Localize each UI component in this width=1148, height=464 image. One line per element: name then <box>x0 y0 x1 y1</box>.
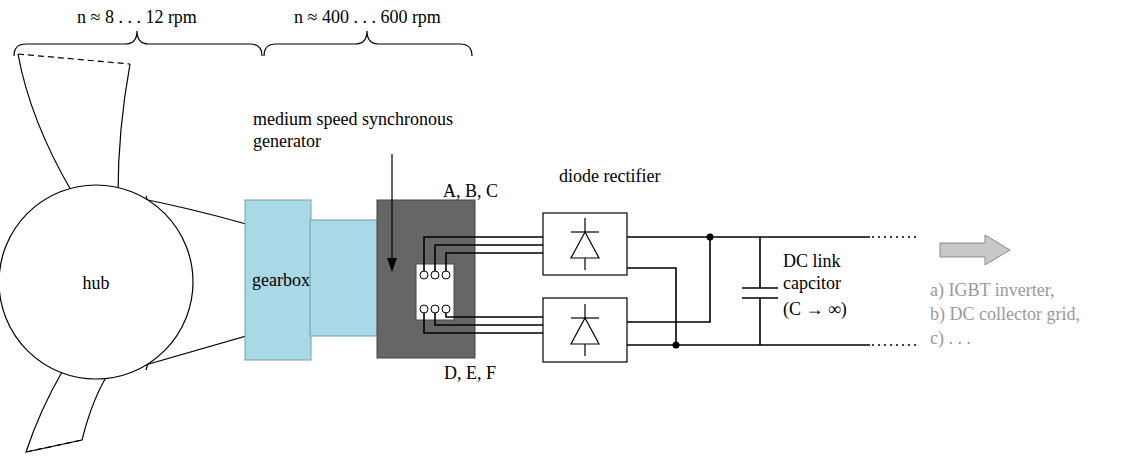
option-label: c) . . . <box>930 327 971 349</box>
rectifier-box <box>543 298 627 362</box>
bus-continuation <box>872 237 916 345</box>
rectifier-heading: diode rectifier <box>559 165 660 187</box>
three-phase-wire <box>475 237 543 253</box>
output-arrow <box>940 235 1010 265</box>
speed-label: n ≈ 8 . . . 12 rpm <box>77 6 197 28</box>
speed-label: n ≈ 400 . . . 600 rpm <box>294 6 441 28</box>
hub-node: hub <box>0 185 192 380</box>
gearbox-body <box>245 200 378 360</box>
internal-wire <box>424 237 475 333</box>
phase-label: A, B, C <box>443 180 498 202</box>
generator-heading: medium speed synchronous generator <box>253 108 453 152</box>
capacitor-label: DC link capcitor <box>783 250 863 294</box>
junction-dot <box>673 234 714 349</box>
terminal-box <box>416 264 454 320</box>
rectifier-box <box>543 213 627 275</box>
phase-label: D, E, F <box>444 362 496 384</box>
speed-brace <box>14 31 472 56</box>
rectifier-node: diode rectifier <box>543 213 627 275</box>
gearbox-label: gearbox <box>252 269 310 291</box>
generator-node: medium speed synchronous generator <box>377 200 475 358</box>
option-label: b) DC collector grid, <box>930 303 1080 325</box>
terminal <box>420 271 450 313</box>
phase-wire <box>475 317 543 333</box>
option-label: a) IGBT inverter, <box>930 279 1054 301</box>
hub-label: hub <box>83 272 110 294</box>
dc-bus <box>627 237 870 345</box>
gearbox-node: gearbox <box>245 200 378 360</box>
diode-symbol <box>571 218 599 356</box>
callout-arrow <box>387 154 397 272</box>
capacitor-value: (C → ∞) <box>783 298 847 320</box>
hub-circle <box>0 185 193 379</box>
